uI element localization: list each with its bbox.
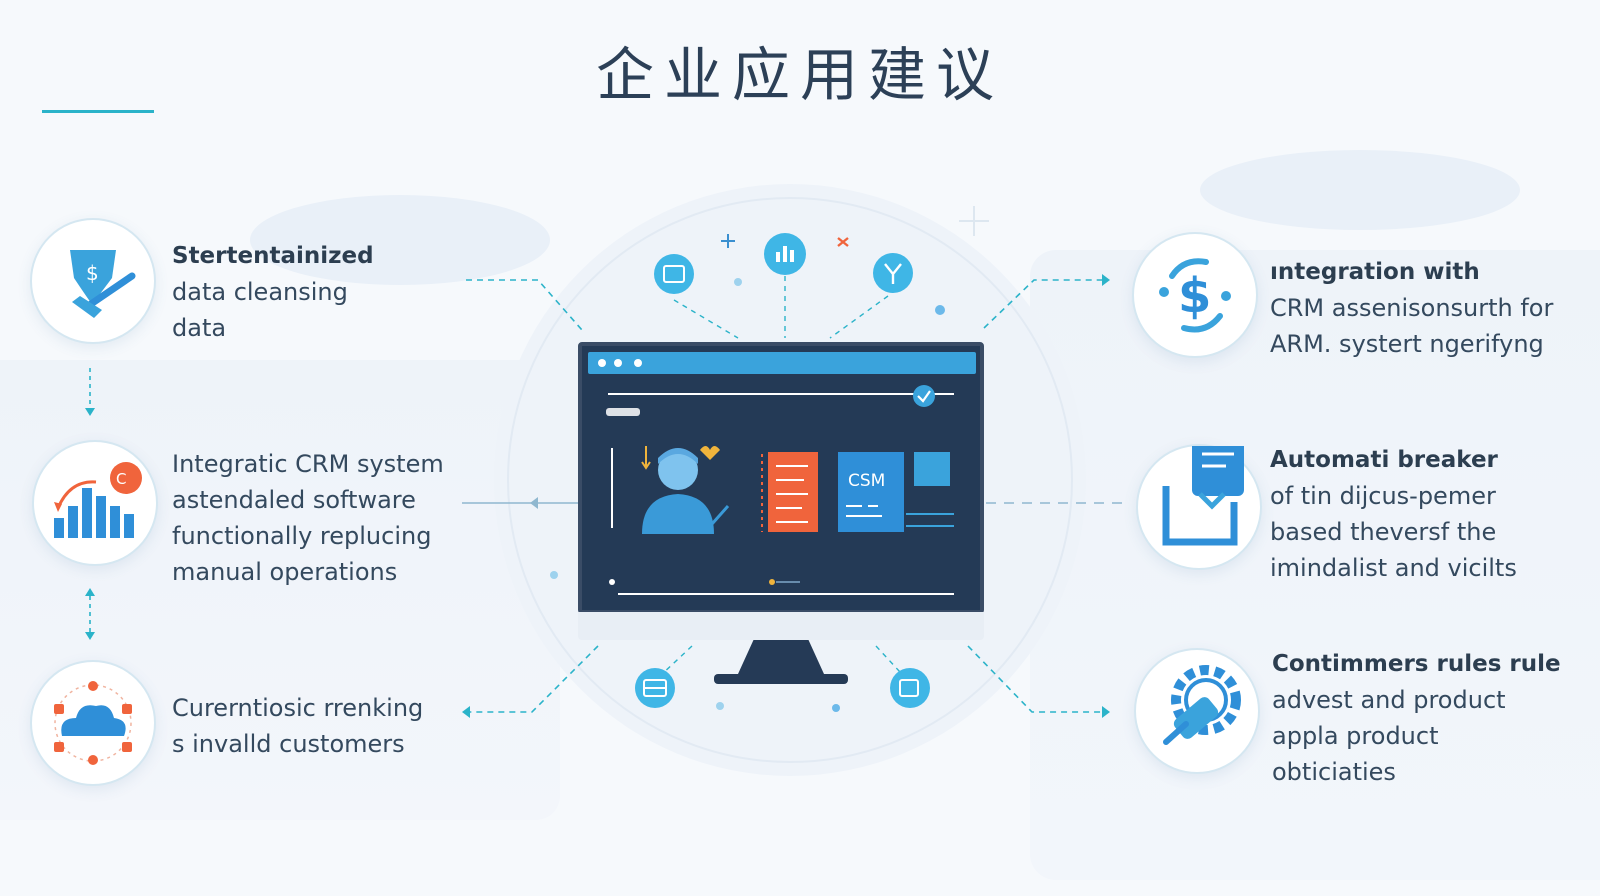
right-item-3-line: obticiaties (1272, 758, 1396, 786)
sparkle-plus-icon (721, 234, 735, 248)
title-accent-line (42, 110, 154, 113)
connector-arrow (85, 408, 95, 416)
right-item-3-title: Contimmers rules rule (1272, 651, 1561, 677)
left-item-1-title: Stertentainized (172, 243, 374, 269)
shield-broom-icon: $ (30, 218, 156, 344)
window-titlebar (588, 352, 976, 374)
sparkle-dot (832, 704, 840, 712)
satellite-grid-icon (635, 668, 675, 708)
csm-document-icon (838, 452, 954, 532)
window-dot (614, 359, 622, 367)
left-item-3-line: s invalld customers (172, 730, 405, 758)
right-item-2-line: based theversf the (1270, 518, 1497, 546)
connector-arrow (85, 588, 95, 596)
right-item-3-text: Contimmers rules rule advest and product… (1272, 646, 1561, 790)
left-item-1-line: data (172, 314, 227, 342)
connector-line (967, 645, 1104, 713)
slider-dot (609, 579, 615, 585)
right-item-2-title: Automati breaker (1270, 447, 1498, 473)
orange-document-icon (761, 452, 818, 532)
satellite-connector (829, 295, 889, 339)
sync-dollar-icon: $ (1132, 232, 1258, 358)
left-item-2-text: Integratic CRM system astendaled softwar… (172, 446, 444, 590)
person-icon (641, 446, 730, 534)
connector-line (983, 279, 1104, 329)
csm-label: CSM (848, 471, 885, 491)
monitor-screen: CSM (578, 342, 984, 614)
right-item-1-line: ARM. systert ngerifyng (1270, 330, 1544, 358)
monitor-chin (578, 612, 984, 640)
gear-chip-icon (1134, 648, 1260, 774)
monitor-base (714, 674, 848, 684)
left-item-3-line: Curerntiosic rrenking (172, 694, 424, 722)
right-item-1-title: ıntegration with (1270, 259, 1480, 285)
left-item-2-line: functionally replucing (172, 522, 432, 550)
monitor-stand (738, 640, 824, 674)
satellite-user-icon (873, 253, 913, 293)
connector-arrow (1102, 706, 1110, 718)
bar-chart-icon: C (32, 440, 158, 566)
screen-content: CSM (606, 385, 954, 595)
connector-arrow (85, 632, 95, 640)
satellite-connector (673, 299, 739, 339)
background-cloud (250, 195, 550, 285)
sparkle-x-icon (837, 237, 849, 247)
connector-line (466, 279, 583, 331)
svg-text:$: $ (86, 261, 99, 285)
right-background-panel (1030, 250, 1600, 880)
connector-arrow (530, 497, 538, 509)
window-dot (634, 359, 642, 367)
svg-text:$: $ (1178, 268, 1211, 324)
right-item-2-text: Automati breaker of tin dijcus-pemer bas… (1270, 442, 1517, 586)
right-item-1-line: CRM assenisonsurth for (1270, 294, 1554, 322)
sparkle-dot (550, 571, 558, 579)
right-item-2-line: imindalist and vicilts (1270, 554, 1517, 582)
connector-arrow (1102, 274, 1110, 286)
window-dot (598, 359, 606, 367)
left-item-3-text: Curerntiosic rrenking s invalld customer… (172, 690, 423, 762)
page-title: 企业应用建议 (595, 41, 1004, 109)
satellite-folder-icon (654, 254, 694, 294)
sparkle-dot (716, 702, 724, 710)
screen-pill (606, 408, 640, 416)
connector-line (470, 645, 599, 713)
right-item-3-line: advest and product (1272, 686, 1506, 714)
left-item-2-line: astendaled software (172, 486, 416, 514)
sparkle-dot (734, 278, 742, 286)
right-item-3-line: appla product (1272, 722, 1439, 750)
sparkle-plus-icon (959, 206, 989, 236)
left-item-1-text: Stertentainized data cleansing data (172, 238, 374, 346)
background-cloud (1200, 150, 1520, 230)
left-item-2-line: Integratic CRM system (172, 450, 444, 478)
satellite-chart-icon (764, 233, 806, 275)
left-item-2-line: manual operations (172, 558, 398, 586)
right-item-1-text: ıntegration with CRM assenisonsurth for … (1270, 254, 1553, 362)
right-item-2-line: of tin dijcus-pemer (1270, 482, 1496, 510)
monitor: CSM (578, 342, 984, 686)
document-tray-icon (1136, 444, 1262, 570)
satellite-connector (659, 645, 693, 677)
hub-circle-ring (507, 197, 1073, 763)
svg-text:C: C (116, 470, 126, 488)
connector-arrow (462, 706, 470, 718)
left-item-1-line: data cleansing (172, 278, 348, 306)
cloud-network-icon (30, 660, 156, 786)
satellite-window-icon (890, 668, 930, 708)
check-icon (913, 385, 935, 407)
slider-handle (769, 579, 775, 585)
sparkle-dot (935, 305, 945, 315)
